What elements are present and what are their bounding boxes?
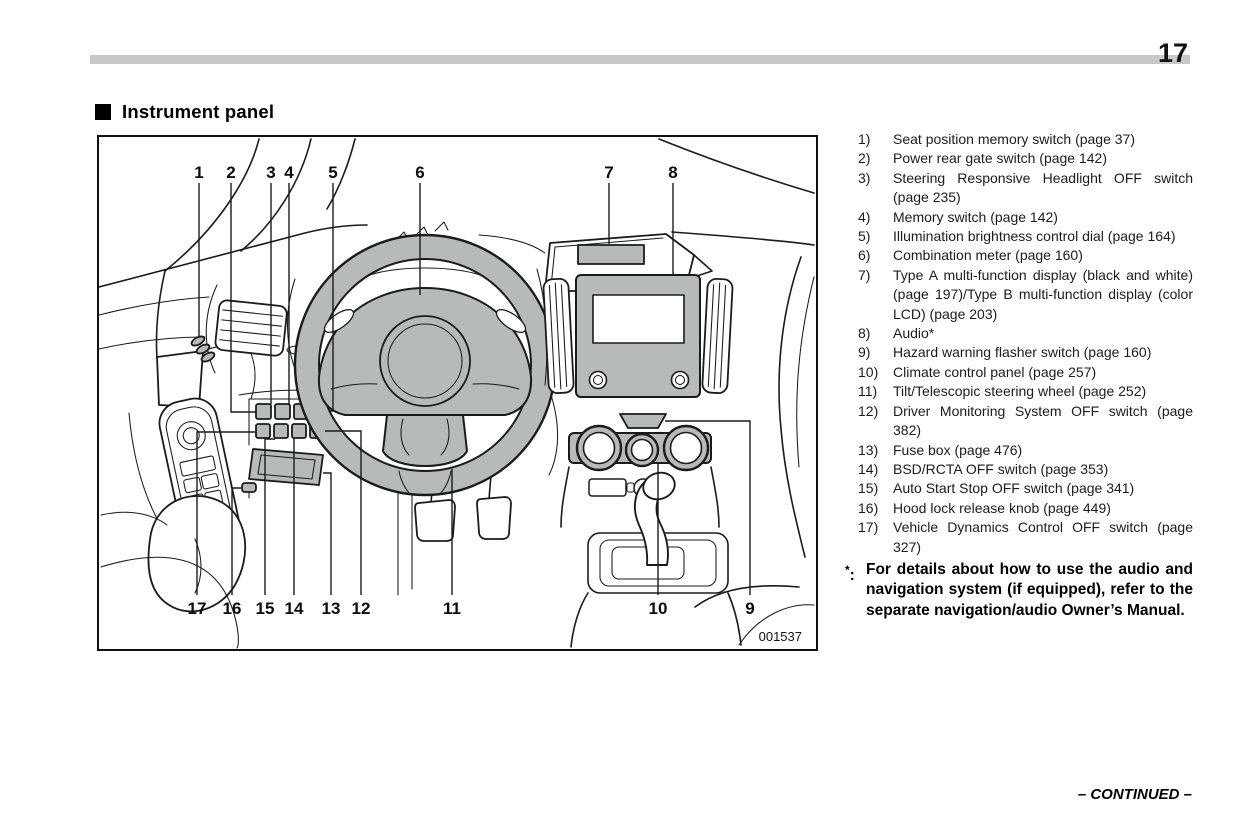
legend-item: 13) Fuse box (page 476) xyxy=(845,441,1193,460)
fuse-box-cover xyxy=(248,448,324,486)
legend-item: 15) Auto Start Stop OFF switch (page 341) xyxy=(845,479,1193,498)
legend-item-number: 14) xyxy=(858,460,879,477)
header-rule-bar xyxy=(90,55,1190,64)
legend-item-text: Combination meter (page 160) xyxy=(893,247,1083,264)
climate-control-panel xyxy=(560,424,720,528)
legend-item: 6) Combination meter (page 160) xyxy=(845,246,1193,265)
legend-item: 8) Audio* xyxy=(845,324,1193,343)
legend-item-text: Climate control panel (page 257) xyxy=(893,363,1097,380)
audio-unit xyxy=(575,274,701,398)
callout-label-4: 4 xyxy=(284,163,294,182)
legend-item-text: Tilt/Telescopic steering wheel (page 252… xyxy=(893,383,1147,400)
legend-item-text: Fuse box (page 476) xyxy=(893,441,1023,458)
callout-label-17: 17 xyxy=(188,599,207,618)
legend-item-number: 15) xyxy=(858,480,879,497)
callout-label-6: 6 xyxy=(415,163,424,182)
legend-item-text: Hazard warning flasher switch (page 160) xyxy=(893,344,1152,361)
legend-item-text: Type A multi-function display (black and… xyxy=(893,266,1193,322)
callout-labels: 1 2 3 4 5 6 7 8 17 16 15 14 13 12 11 10 … xyxy=(188,163,755,618)
legend-item-number: 9) xyxy=(858,344,871,361)
legend-item-number: 11) xyxy=(858,383,878,400)
legend-item-number: 8) xyxy=(858,325,871,342)
callout-label-8: 8 xyxy=(668,163,677,182)
legend-item-number: 17) xyxy=(858,519,879,536)
legend-item-text: Auto Start Stop OFF switch (page 341) xyxy=(893,480,1135,497)
legend-item-text: Power rear gate switch (page 142) xyxy=(893,150,1107,167)
legend-item-number: 7) xyxy=(858,266,871,283)
legend-item: 1) Seat position memory switch (page 37) xyxy=(845,130,1193,149)
section-heading: Instrument panel xyxy=(95,101,274,123)
instrument-panel-figure: 1 2 3 4 5 6 7 8 17 16 15 14 13 12 11 10 … xyxy=(97,135,818,651)
instrument-panel-diagram: 1 2 3 4 5 6 7 8 17 16 15 14 13 12 11 10 … xyxy=(99,138,815,649)
heading-square-bullet xyxy=(95,104,111,120)
callout-label-12: 12 xyxy=(352,599,371,618)
legend-item: 2) Power rear gate switch (page 142) xyxy=(845,149,1193,168)
legend-item-number: 4) xyxy=(858,208,871,225)
callout-label-14: 14 xyxy=(285,599,304,618)
callout-label-15: 15 xyxy=(256,599,275,618)
left-air-vent xyxy=(205,278,318,374)
legend-item-text: Seat position memory switch (page 37) xyxy=(893,131,1135,147)
legend-item-number: 12) xyxy=(858,402,879,419)
callout-label-1: 1 xyxy=(194,163,203,182)
legend-item-number: 16) xyxy=(858,499,879,516)
hazard-switch xyxy=(619,413,667,429)
legend-item: 11) Tilt/Telescopic steering wheel (page … xyxy=(845,382,1193,401)
footnote-marker: *: xyxy=(845,560,855,586)
page-number: 17 xyxy=(1158,38,1189,68)
legend-item-text: Vehicle Dynamics Control OFF switch (pag… xyxy=(893,519,1193,555)
legend-item-text: Steering Responsive Headlight OFF switch… xyxy=(893,169,1193,206)
legend-item-number: 13) xyxy=(858,441,879,458)
center-vent-right xyxy=(701,277,734,394)
center-vent-left xyxy=(542,277,575,394)
legend-item: 4) Memory switch (page 142) xyxy=(845,208,1193,227)
callout-label-7: 7 xyxy=(604,163,613,182)
footnote-text: For details about how to use the audio a… xyxy=(866,560,1193,619)
audio-footnote: *: For details about how to use the audi… xyxy=(845,560,1193,621)
callout-label-10: 10 xyxy=(649,599,668,618)
legend-item: 7) Type A multi-function display (black a… xyxy=(845,266,1193,324)
dash-context-right xyxy=(658,138,815,646)
legend-item: 5) Illumination brightness control dial (… xyxy=(845,227,1193,246)
callout-label-13: 13 xyxy=(322,599,341,618)
legend-item: 12) Driver Monitoring System OFF switch (… xyxy=(845,402,1193,441)
legend-item-number: 3) xyxy=(858,169,871,186)
heading-title: Instrument panel xyxy=(122,101,275,122)
callout-label-3: 3 xyxy=(266,163,275,182)
legend-item-text: Illumination brightness control dial (pa… xyxy=(893,228,1176,245)
legend-item: 14) BSD/RCTA OFF switch (page 353) xyxy=(845,460,1193,479)
callout-label-5: 5 xyxy=(328,163,337,182)
legend-item: 10) Climate control panel (page 257) xyxy=(845,363,1193,382)
legend-item: 3) Steering Responsive Headlight OFF swit… xyxy=(845,169,1193,208)
legend-item-text: Audio* xyxy=(893,325,935,342)
legend-item-number: 2) xyxy=(858,150,871,167)
legend-item-text: Memory switch (page 142) xyxy=(893,208,1058,225)
footnote-colon: : xyxy=(849,566,855,584)
legend-item-text: Driver Monitoring System OFF switch (pag… xyxy=(893,402,1193,439)
legend-item: 9) Hazard warning flasher switch (page 16… xyxy=(845,343,1193,362)
legend-item-text: Hood lock release knob (page 449) xyxy=(893,499,1111,516)
figure-code: 001537 xyxy=(759,629,802,644)
continued-marker: – CONTINUED – xyxy=(1077,786,1192,803)
legend-list: 1)Seat position memory switch (page 37) … xyxy=(845,130,1193,621)
center-console xyxy=(570,471,742,648)
hood-release-knob xyxy=(241,482,257,499)
legend-item-text: BSD/RCTA OFF switch (page 353) xyxy=(893,460,1109,477)
legend-item-number: 6) xyxy=(858,247,871,264)
steering-wheel xyxy=(293,233,557,497)
footnote-asterisk: * xyxy=(845,562,850,577)
legend-item: 17) Vehicle Dynamics Control OFF switch (… xyxy=(845,518,1193,557)
legend-item-number: 5) xyxy=(858,228,871,245)
callout-label-9: 9 xyxy=(745,599,754,618)
legend-item-number: 10) xyxy=(858,363,879,380)
seat-memory-switches xyxy=(190,335,216,363)
callout-label-11: 11 xyxy=(443,599,461,618)
callout-leader-lines xyxy=(196,183,751,595)
callout-label-16: 16 xyxy=(223,599,242,618)
legend-item-number: 1) xyxy=(858,131,871,147)
callout-label-2: 2 xyxy=(226,163,235,182)
legend-item: 16) Hood lock release knob (page 449) xyxy=(845,499,1193,518)
